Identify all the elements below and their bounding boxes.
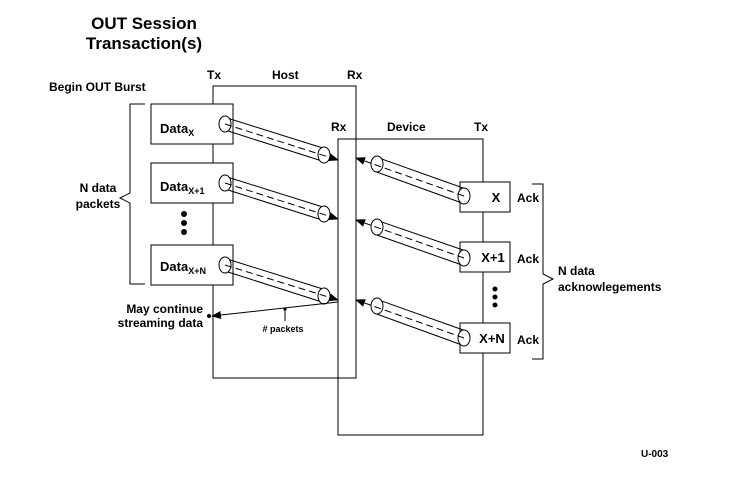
left-brace-label-line-1: N data xyxy=(80,181,117,195)
right-brace-label-line-1: N data xyxy=(558,264,595,278)
device-rx-label: Rx xyxy=(331,120,347,134)
ack-tube-2 xyxy=(355,218,471,267)
right-brace-label-line-2: acknowlegements xyxy=(558,280,662,294)
svg-text:DataX+1: DataX+1 xyxy=(160,179,204,196)
host-tx-label: Tx xyxy=(207,68,221,82)
ack-label-1: Ack xyxy=(517,191,539,205)
ack-box-xn-label: X+N xyxy=(479,331,505,346)
title-line-2: Transaction(s) xyxy=(86,34,202,53)
figure-id: U-003 xyxy=(641,449,669,460)
left-brace xyxy=(118,103,145,285)
ack-tube-3 xyxy=(355,297,471,347)
device-label: Device xyxy=(387,120,426,134)
begin-burst-label: Begin OUT Burst xyxy=(49,80,146,94)
continue-label-line-2: streaming data xyxy=(118,316,204,330)
device-box xyxy=(337,138,484,436)
acks-ellipsis xyxy=(492,286,498,308)
packets-label: # packets xyxy=(262,324,303,334)
host-label: Host xyxy=(272,68,299,82)
ack-label-2: Ack xyxy=(517,252,539,266)
data-packet-x1-label: Data xyxy=(160,179,189,194)
svg-text:DataX: DataX xyxy=(160,121,194,138)
continue-arrow xyxy=(207,301,339,319)
svg-text:DataX+N: DataX+N xyxy=(160,259,206,276)
data-packet-x1-sub: X+1 xyxy=(188,186,204,196)
device-tx-label: Tx xyxy=(474,120,488,134)
data-tube-1 xyxy=(218,115,339,164)
data-packet-x-sub: X xyxy=(188,128,194,138)
ack-box-x-label: X xyxy=(492,190,501,205)
packets-pointer xyxy=(283,307,287,321)
data-tube-2 xyxy=(218,174,339,223)
continue-label-line-1: May continue xyxy=(126,302,203,316)
host-rx-label: Rx xyxy=(347,68,363,82)
ack-label-3: Ack xyxy=(517,333,539,347)
ack-tube-1 xyxy=(355,155,471,205)
data-packet-xn-sub: X+N xyxy=(188,266,206,276)
right-brace xyxy=(532,183,555,360)
data-packets-ellipsis xyxy=(181,211,187,235)
host-box xyxy=(212,85,357,379)
title-line-1: OUT Session xyxy=(91,14,197,33)
ack-box-x1-label: X+1 xyxy=(481,250,505,265)
data-packet-x-label: Data xyxy=(160,121,189,136)
left-brace-label-line-2: packets xyxy=(76,197,121,211)
data-packet-xn-label: Data xyxy=(160,259,189,274)
data-tube-3 xyxy=(218,256,339,305)
